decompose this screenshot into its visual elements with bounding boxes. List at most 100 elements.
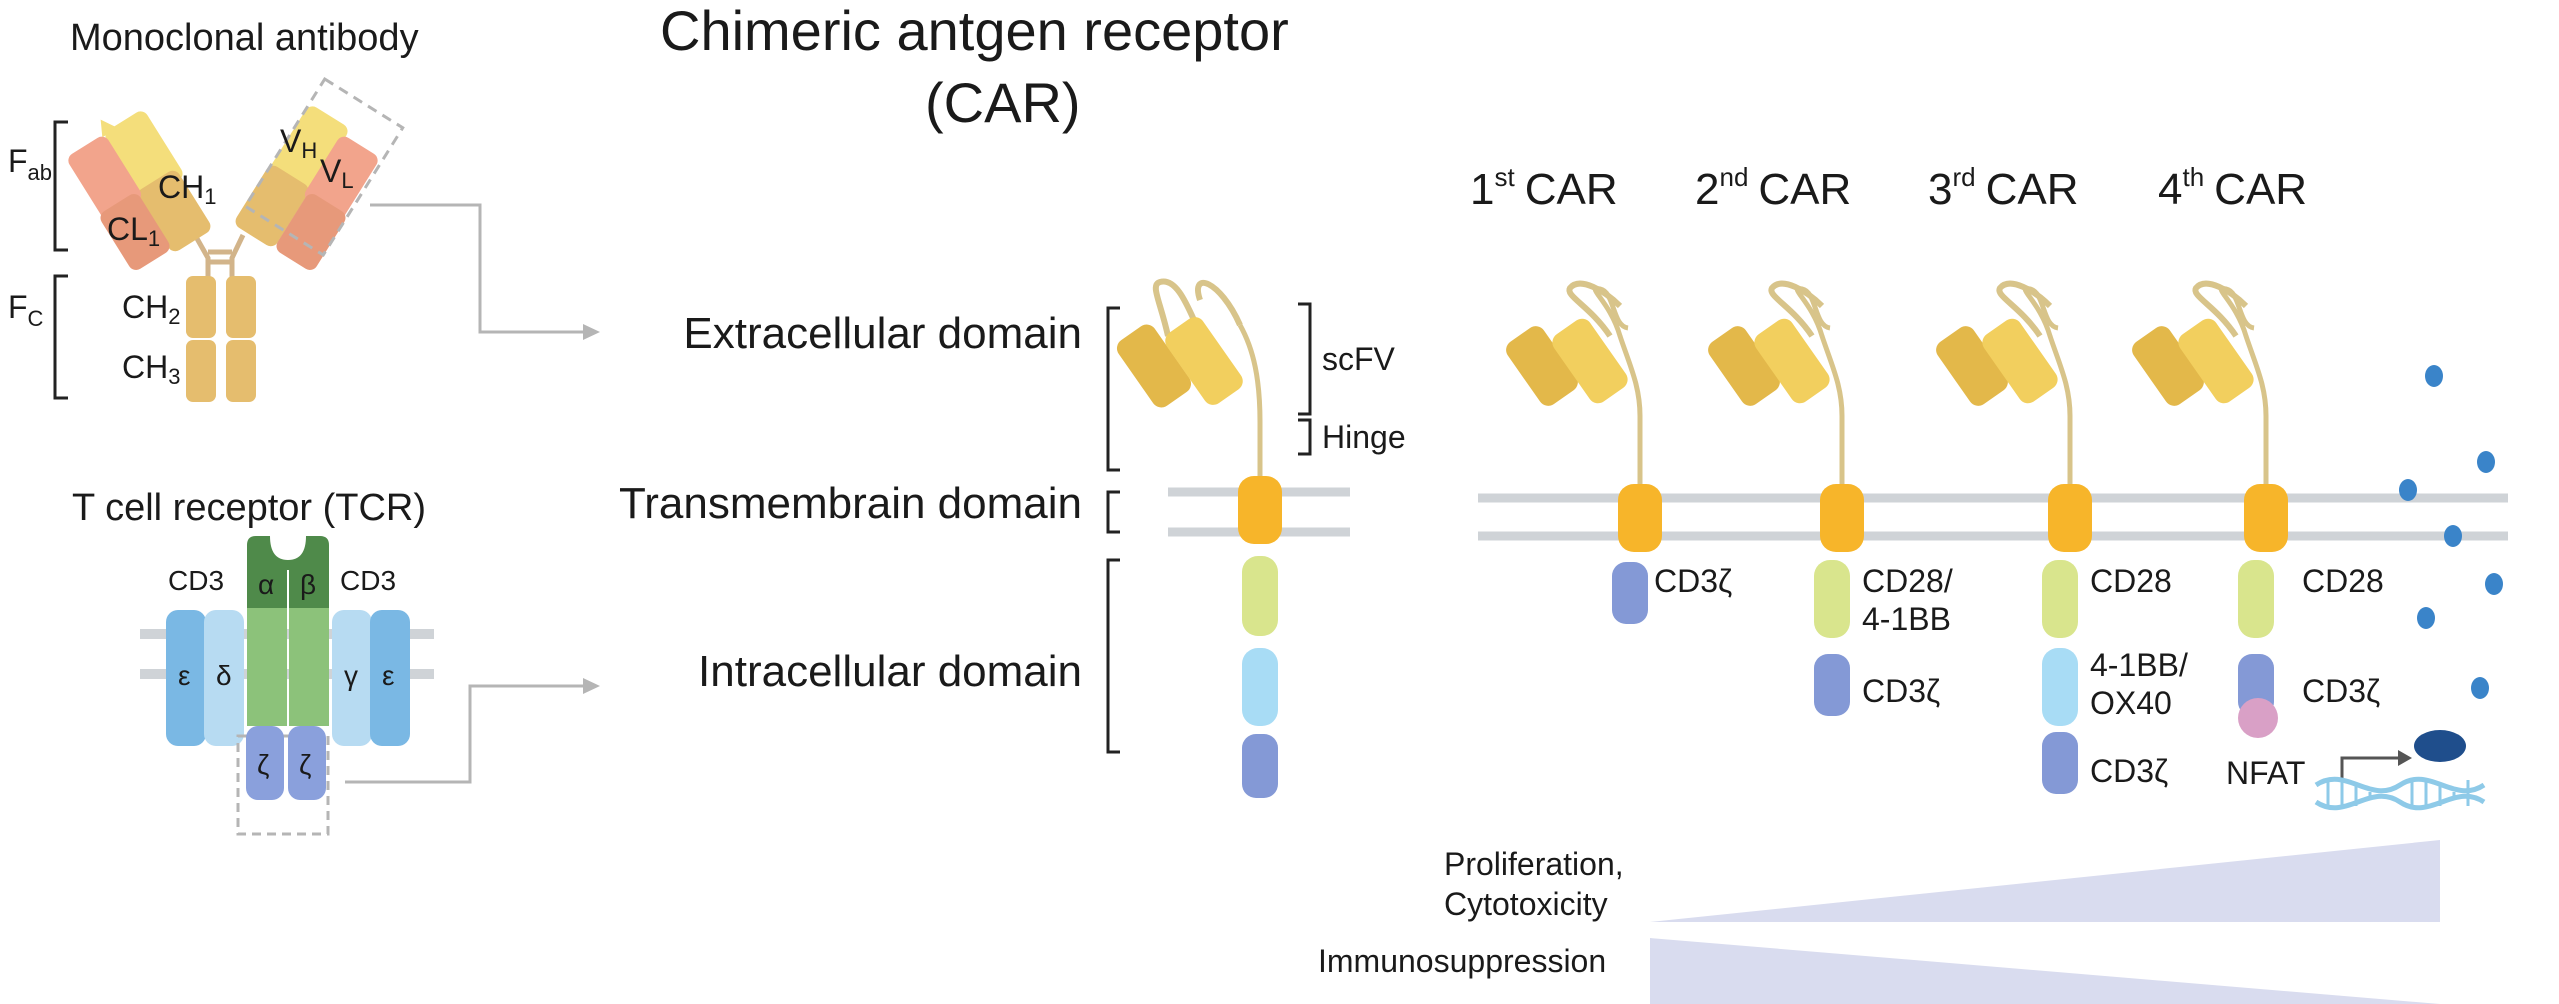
transmembrane-domain bbox=[2244, 484, 2288, 552]
car-title-line1: Chimeric antgen receptor bbox=[660, 0, 1289, 62]
transmembrane-domain bbox=[1238, 476, 1282, 544]
cytokine-dot bbox=[2485, 573, 2503, 595]
car-structure-panel: Chimeric antgen receptor (CAR) Extracell… bbox=[619, 0, 1406, 798]
scfv-vh-domain bbox=[2178, 318, 2254, 404]
antibody-ch2-right bbox=[226, 276, 256, 338]
tcr-beta-chain bbox=[289, 600, 329, 726]
gen1-cd3zeta-label: CD3ζ bbox=[1654, 563, 1732, 599]
cytokine-dots bbox=[2399, 365, 2503, 699]
antibody-title: Monoclonal antibody bbox=[70, 17, 419, 59]
nfat-icon bbox=[2238, 698, 2278, 738]
vh-label: VH bbox=[280, 123, 317, 163]
scfv-vl-domain bbox=[1116, 324, 1192, 408]
gen3-costim2-label-1: 4-1BB/ bbox=[2090, 647, 2188, 683]
gamma-label: γ bbox=[344, 660, 358, 691]
promoter-arrowhead-icon bbox=[2398, 750, 2412, 766]
gen4-cd3zeta-label: CD3ζ bbox=[2302, 673, 2380, 709]
scfv-vl-domain bbox=[1506, 326, 1578, 406]
car-hinge bbox=[2218, 286, 2269, 506]
proliferation-label-2: Cytotoxicity bbox=[1444, 886, 1608, 922]
antibody-cl-right bbox=[276, 194, 346, 270]
car-hinge bbox=[1592, 286, 1643, 506]
antibody-vh-left-tip bbox=[100, 119, 118, 138]
arrowhead-icon bbox=[583, 324, 600, 340]
scfv-vh-domain bbox=[1165, 317, 1243, 405]
gen1-cd3zeta bbox=[1612, 562, 1648, 624]
zeta-left-label: ζ bbox=[257, 749, 269, 780]
gen2-costim bbox=[1814, 560, 1850, 638]
zeta-left bbox=[246, 726, 284, 800]
antibody-right-arm bbox=[235, 106, 378, 270]
scfv-linker bbox=[1152, 278, 1243, 337]
scfv-linker bbox=[2192, 280, 2249, 338]
fc-label: FC bbox=[8, 289, 44, 331]
scfv-vh-domain bbox=[1552, 318, 1628, 404]
fab-label: Fab bbox=[8, 143, 52, 185]
gen3-costim2-label-2: OX40 bbox=[2090, 685, 2172, 721]
gen3-cd3zeta bbox=[2042, 732, 2078, 794]
antibody-ch1-right bbox=[235, 165, 309, 247]
gen3-costim2 bbox=[2042, 648, 2078, 726]
car-receptor bbox=[1116, 278, 1282, 798]
antibody-ch3-left bbox=[186, 340, 216, 402]
cl1-label: CL1 bbox=[107, 211, 160, 251]
gen2-cd3zeta bbox=[1814, 654, 1850, 716]
tcr-title: T cell receptor (TCR) bbox=[72, 487, 426, 529]
monoclonal-antibody-panel: Monoclonal antibody Fab FC bbox=[8, 17, 600, 402]
car-gen-2 bbox=[1708, 280, 1864, 552]
car-title-line2: (CAR) bbox=[925, 71, 1081, 134]
gen2-cd3zeta-label: CD3ζ bbox=[1862, 673, 1940, 709]
intracellular-bracket bbox=[1106, 558, 1120, 754]
transmembrane-domain bbox=[1820, 484, 1864, 552]
scfv-vl-domain bbox=[1936, 326, 2008, 406]
antibody-vl-left bbox=[68, 136, 142, 219]
cd3zeta-domain bbox=[1242, 734, 1278, 798]
fc-bracket bbox=[53, 274, 68, 400]
tcr-alpha-chain bbox=[247, 600, 287, 726]
ch1-label: CH1 bbox=[158, 169, 216, 209]
proliferation-trend-wedge bbox=[1650, 840, 2440, 922]
car-hinge bbox=[1237, 323, 1263, 498]
costim-domain-1 bbox=[1242, 556, 1278, 636]
vl-label: VL bbox=[320, 153, 354, 193]
gen3-cd28 bbox=[2042, 560, 2078, 638]
cytokine-dot bbox=[2417, 607, 2435, 629]
scfv-vh-domain bbox=[1754, 318, 1830, 404]
cd3-epsilon-left bbox=[166, 610, 206, 746]
gen3-cd28-label: CD28 bbox=[2090, 563, 2172, 599]
gen4-cd28 bbox=[2238, 560, 2274, 638]
cytokine-dot bbox=[2477, 451, 2495, 473]
tcr-to-car-arrow bbox=[345, 684, 585, 784]
antibody-cl-left bbox=[100, 194, 170, 270]
extracellular-bracket bbox=[1106, 306, 1120, 472]
antibody-ch1-left bbox=[137, 170, 211, 252]
scfv-bracket bbox=[1298, 302, 1312, 416]
arrowhead-icon bbox=[583, 678, 600, 694]
antibody-ch2-left bbox=[186, 276, 216, 338]
scfv-vh-domain bbox=[1982, 318, 2058, 404]
cytokine-dot bbox=[2425, 365, 2443, 387]
gen3-cd3zeta-label: CD3ζ bbox=[2090, 753, 2168, 789]
car-gen-3 bbox=[1936, 280, 2092, 552]
cytokine-dot bbox=[2399, 479, 2417, 501]
intracellular-label: Intracellular domain bbox=[698, 647, 1082, 696]
gen2-costim-label-2: 4-1BB bbox=[1862, 601, 1951, 637]
ch3-label: CH3 bbox=[122, 349, 180, 389]
antibody-to-car-arrow bbox=[370, 203, 585, 334]
costim-domain-2 bbox=[1242, 648, 1278, 726]
scfv-linker bbox=[1768, 280, 1825, 338]
immunosuppression-label: Immunosuppression bbox=[1318, 943, 1606, 979]
transmembrain-bracket bbox=[1106, 490, 1120, 534]
zeta-right-label: ζ bbox=[299, 749, 311, 780]
epsilon-left-label: ε bbox=[178, 660, 190, 691]
scfv-vl-domain bbox=[1708, 326, 1780, 406]
fab-bracket bbox=[53, 120, 68, 252]
cd3-gamma bbox=[332, 610, 372, 746]
